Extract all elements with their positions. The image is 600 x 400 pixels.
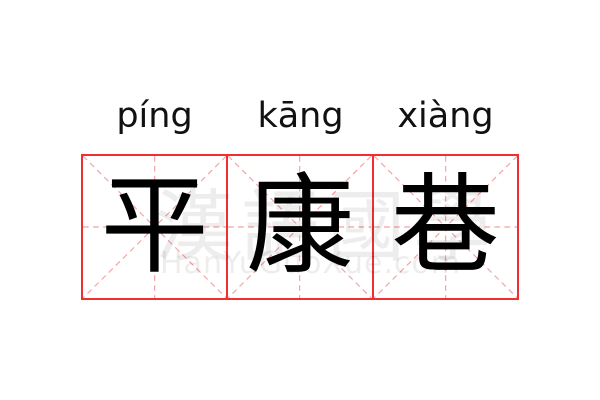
character-2: 康 [245, 164, 354, 289]
pinyin-1: píng [116, 96, 193, 136]
pinyin-2: kāng [257, 96, 344, 136]
character-3: 巷 [391, 164, 500, 289]
grid-guides [373, 156, 517, 298]
character-cell-2: 康 [226, 156, 372, 298]
character-cell-3: 巷 [371, 156, 517, 298]
character-grid: 平 康 巷 [81, 154, 519, 300]
character-1: 平 [100, 164, 209, 289]
grid-guides [228, 156, 372, 298]
pinyin-3: xiàng [397, 96, 494, 136]
character-cell-1: 平 [83, 156, 227, 298]
grid-guides [83, 156, 227, 298]
